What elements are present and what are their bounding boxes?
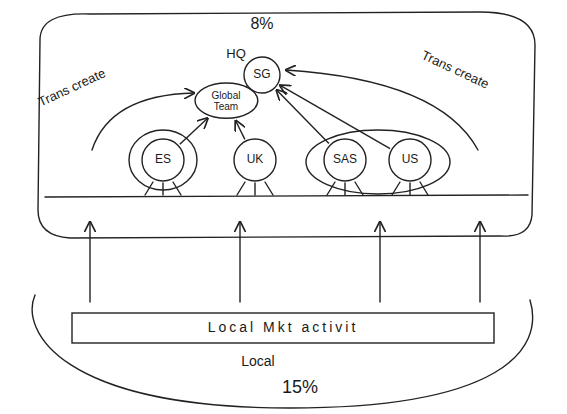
flow-label: Trans create [36,66,108,110]
scribble-loop [129,130,197,190]
share-number: 15% [282,378,318,398]
node-text: Global Team [206,90,246,112]
country-circle: UK [233,138,277,182]
connector-arrow [236,121,245,140]
local-region [32,295,532,408]
branch-lines [145,182,428,195]
divider-line [45,195,528,197]
region-label: Local [241,354,274,369]
trans-create-arrow [92,93,194,150]
scribble-loop [306,130,450,194]
node-text: US [402,153,419,166]
trans-create-arrow [286,70,478,150]
node-text: ES [155,153,171,166]
country-circle: SAS [323,138,367,182]
up-arrows [90,222,480,302]
hq-region [38,12,535,238]
activity-band: Local Mkt activit [71,312,495,344]
node-text: SG [253,68,270,81]
country-circle: ES [141,138,185,182]
hq-label: HQ [226,47,246,61]
node-text: SAS [333,153,357,166]
country-circle: US [388,138,432,182]
share-number: 8% [250,15,273,33]
connector-arrow [180,118,208,144]
connector-arrow [280,85,390,148]
node-text: UK [247,153,264,166]
flow-label: Trans create [419,48,491,92]
team-ellipse: Global Team [194,82,259,119]
node-text: Local Mkt activit [208,320,359,335]
